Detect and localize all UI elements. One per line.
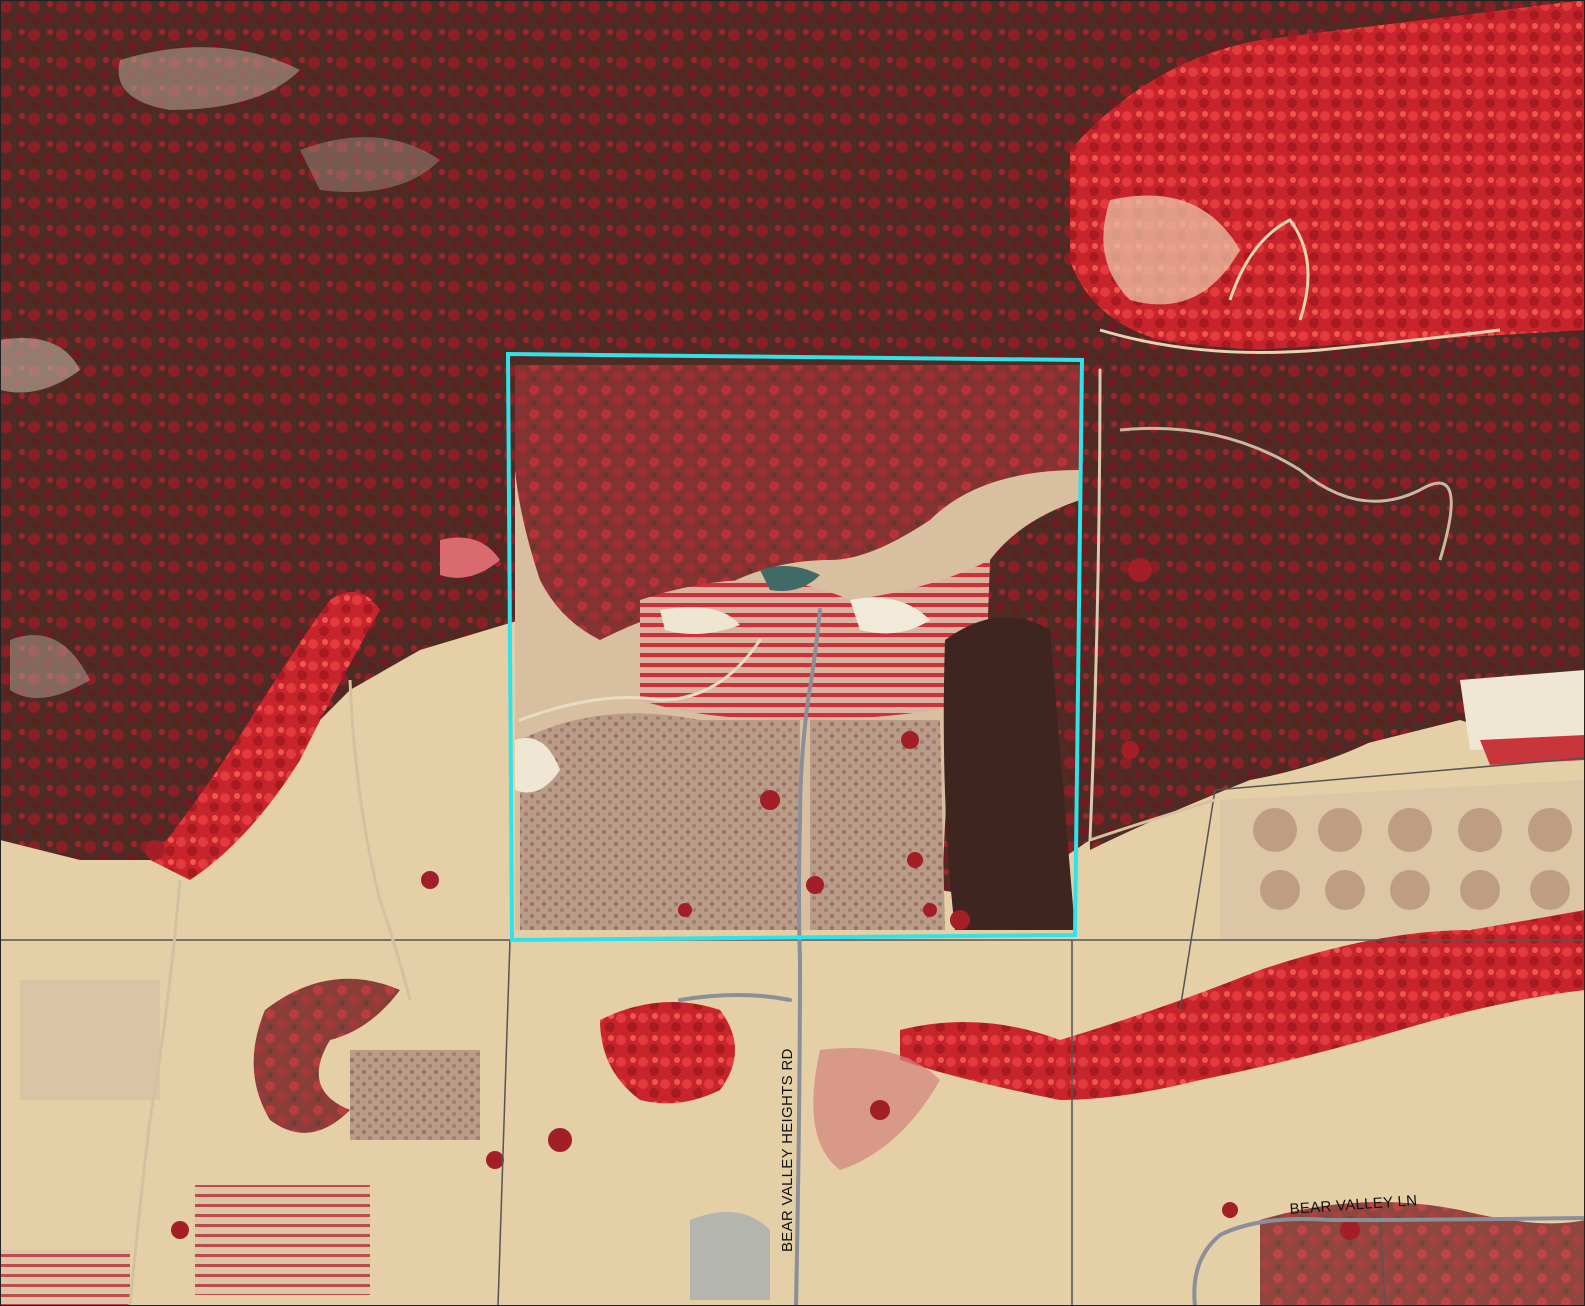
clearing: [515, 738, 560, 793]
scattered-trees: [145, 558, 1360, 1240]
bear-valley-ln-line: [1192, 1216, 1585, 1306]
dirt-tracks: [128, 679, 1216, 1306]
dark-ravine: [943, 617, 1075, 930]
building-roof: [760, 566, 820, 591]
orchard-field-east: [810, 720, 945, 930]
parcel-woodland: [515, 365, 1080, 640]
rock-outcrop: [10, 635, 90, 698]
orchard-block: [350, 1050, 480, 1140]
rock-outcrop: [0, 338, 80, 393]
highlighted-parcel-boundary: [505, 351, 1085, 943]
vineyard: [195, 1185, 370, 1295]
orchard-block: [253, 978, 400, 1133]
woodland-east: [1085, 330, 1585, 850]
quarry: [690, 1212, 770, 1300]
trail: [1119, 426, 1453, 561]
trail: [1228, 218, 1310, 321]
vineyard: [0, 1250, 130, 1306]
orchard-circles: [1253, 808, 1572, 910]
building-pad: [850, 597, 930, 634]
building-pad: [660, 607, 740, 634]
field: [20, 980, 160, 1100]
roads: [518, 368, 1585, 1306]
red-track: [1480, 735, 1585, 765]
homestead-trees: [600, 1002, 735, 1104]
clearing: [1103, 195, 1240, 305]
bear-valley-heights-rd-line: [794, 608, 822, 1306]
rock-outcrop: [118, 47, 300, 110]
tree-line: [150, 592, 380, 880]
red-field: [440, 537, 500, 578]
facility-pad: [1460, 670, 1585, 750]
bear-valley-heights-rd-label: BEAR VALLEY HEIGHTS RD: [779, 1048, 796, 1252]
trail: [1099, 328, 1501, 354]
parcel-lines: [0, 757, 1585, 1306]
orchard-field-west: [520, 713, 800, 930]
subdivision: [1220, 780, 1585, 940]
rock-outcrop: [300, 137, 440, 192]
